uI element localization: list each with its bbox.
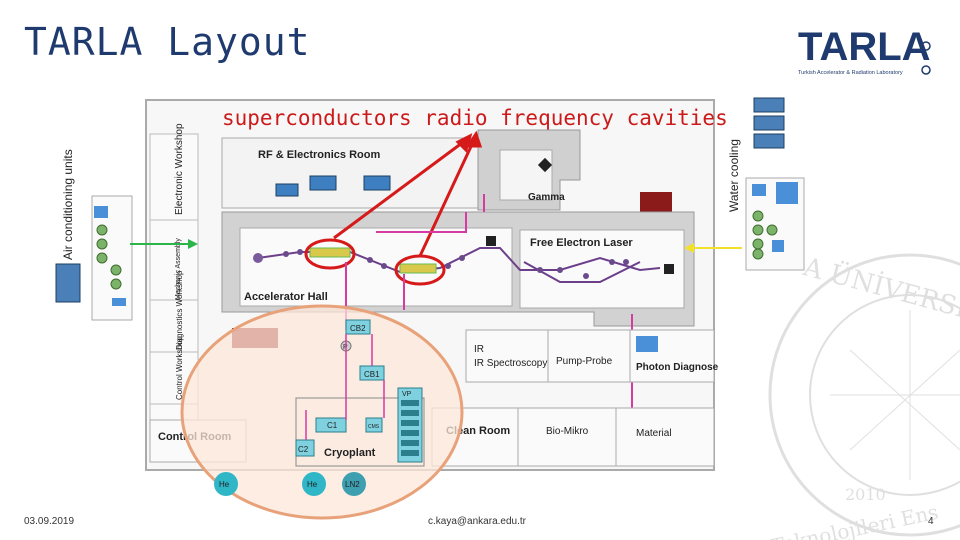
university-seal-watermark: A ÜNİVERSİ 2010 Teknolojileri Ens (768, 250, 960, 540)
cryoplant-room (295, 397, 425, 467)
page-number: 4 (928, 516, 934, 527)
rf-room (221, 137, 479, 209)
he-tank-2 (302, 472, 326, 496)
room-pump-probe: Pump-Probe (556, 356, 613, 367)
cavity-highlight-1 (304, 238, 356, 270)
electron-gun (253, 253, 263, 263)
label-water-cooling: Water cooling (727, 139, 741, 212)
he-tank-1-label: He (219, 480, 230, 489)
room-cryoplant: Cryoplant (324, 447, 376, 459)
rf-amplifier-units (275, 175, 391, 197)
equipment-cb2: CB2 (350, 324, 366, 333)
logo-text: TARLA (798, 25, 931, 69)
equipment-c2: C2 (298, 445, 309, 454)
room-electronic-workshop: Electronic Workshop (174, 123, 185, 215)
room-free-electron-laser: Free Electron Laser (530, 237, 633, 249)
gamma-source (537, 157, 553, 173)
equipment-vp: VP (402, 391, 412, 398)
equipment-c1: C1 (327, 421, 338, 430)
ln2-tank (342, 472, 366, 496)
room-accelerator-hall: Accelerator Hall (244, 291, 328, 303)
room-ir-spectroscopy: IR Spectroscopy (474, 358, 547, 369)
room-bio-mikro: Bio-Mikro (546, 426, 589, 437)
footer-date: 03.09.2019 (24, 516, 75, 527)
room-rf-electronics: RF & Electronics Room (258, 149, 380, 161)
cavity-module-2 (399, 263, 437, 274)
beamline-magnets (283, 249, 629, 279)
tarla-logo: TARLA Turkish Accelerator & Radiation La… (798, 25, 931, 76)
cavity-module-1 (309, 247, 351, 258)
room-material: Material (636, 428, 672, 439)
footer-email: c.kaya@ankara.edu.tr (428, 516, 526, 527)
air-conditioning-unit-1 (55, 263, 81, 303)
room-photon-diagnose: Photon Diagnose (636, 362, 719, 373)
callout-superconducting-cavities: superconductors radio frequency cavities (222, 106, 728, 130)
label-air-conditioning: Air conditioning units (61, 149, 75, 260)
photon-diagnose-unit (636, 336, 658, 352)
ln2-tank-label: LN2 (345, 480, 360, 489)
room-diagnostics-workshop: Diagnostics Workshop (175, 270, 184, 350)
equipment-cms: CMS (368, 424, 380, 430)
slide-title: TARLA Layout (24, 20, 311, 64)
room-clean-room: Clean Room (446, 425, 510, 437)
he-tank-1 (214, 472, 238, 496)
cryoplant-zone (180, 304, 464, 520)
room-ir-spectroscopy-1: IR (474, 344, 484, 355)
water-cooling-units (753, 97, 785, 149)
logo-subtitle: Turkish Accelerator & Radiation Laborato… (798, 70, 903, 76)
seal-year: 2010 (845, 485, 886, 504)
accelerator-hall-floor (239, 227, 513, 307)
equipment-cb1: CB1 (364, 370, 380, 379)
room-control-workshop: Control Workshop (175, 336, 184, 400)
room-mechanic-assembly: Mechanic Assembly (175, 238, 182, 300)
room-gamma: Gamma (528, 192, 565, 203)
he-tank-2-label: He (307, 480, 318, 489)
